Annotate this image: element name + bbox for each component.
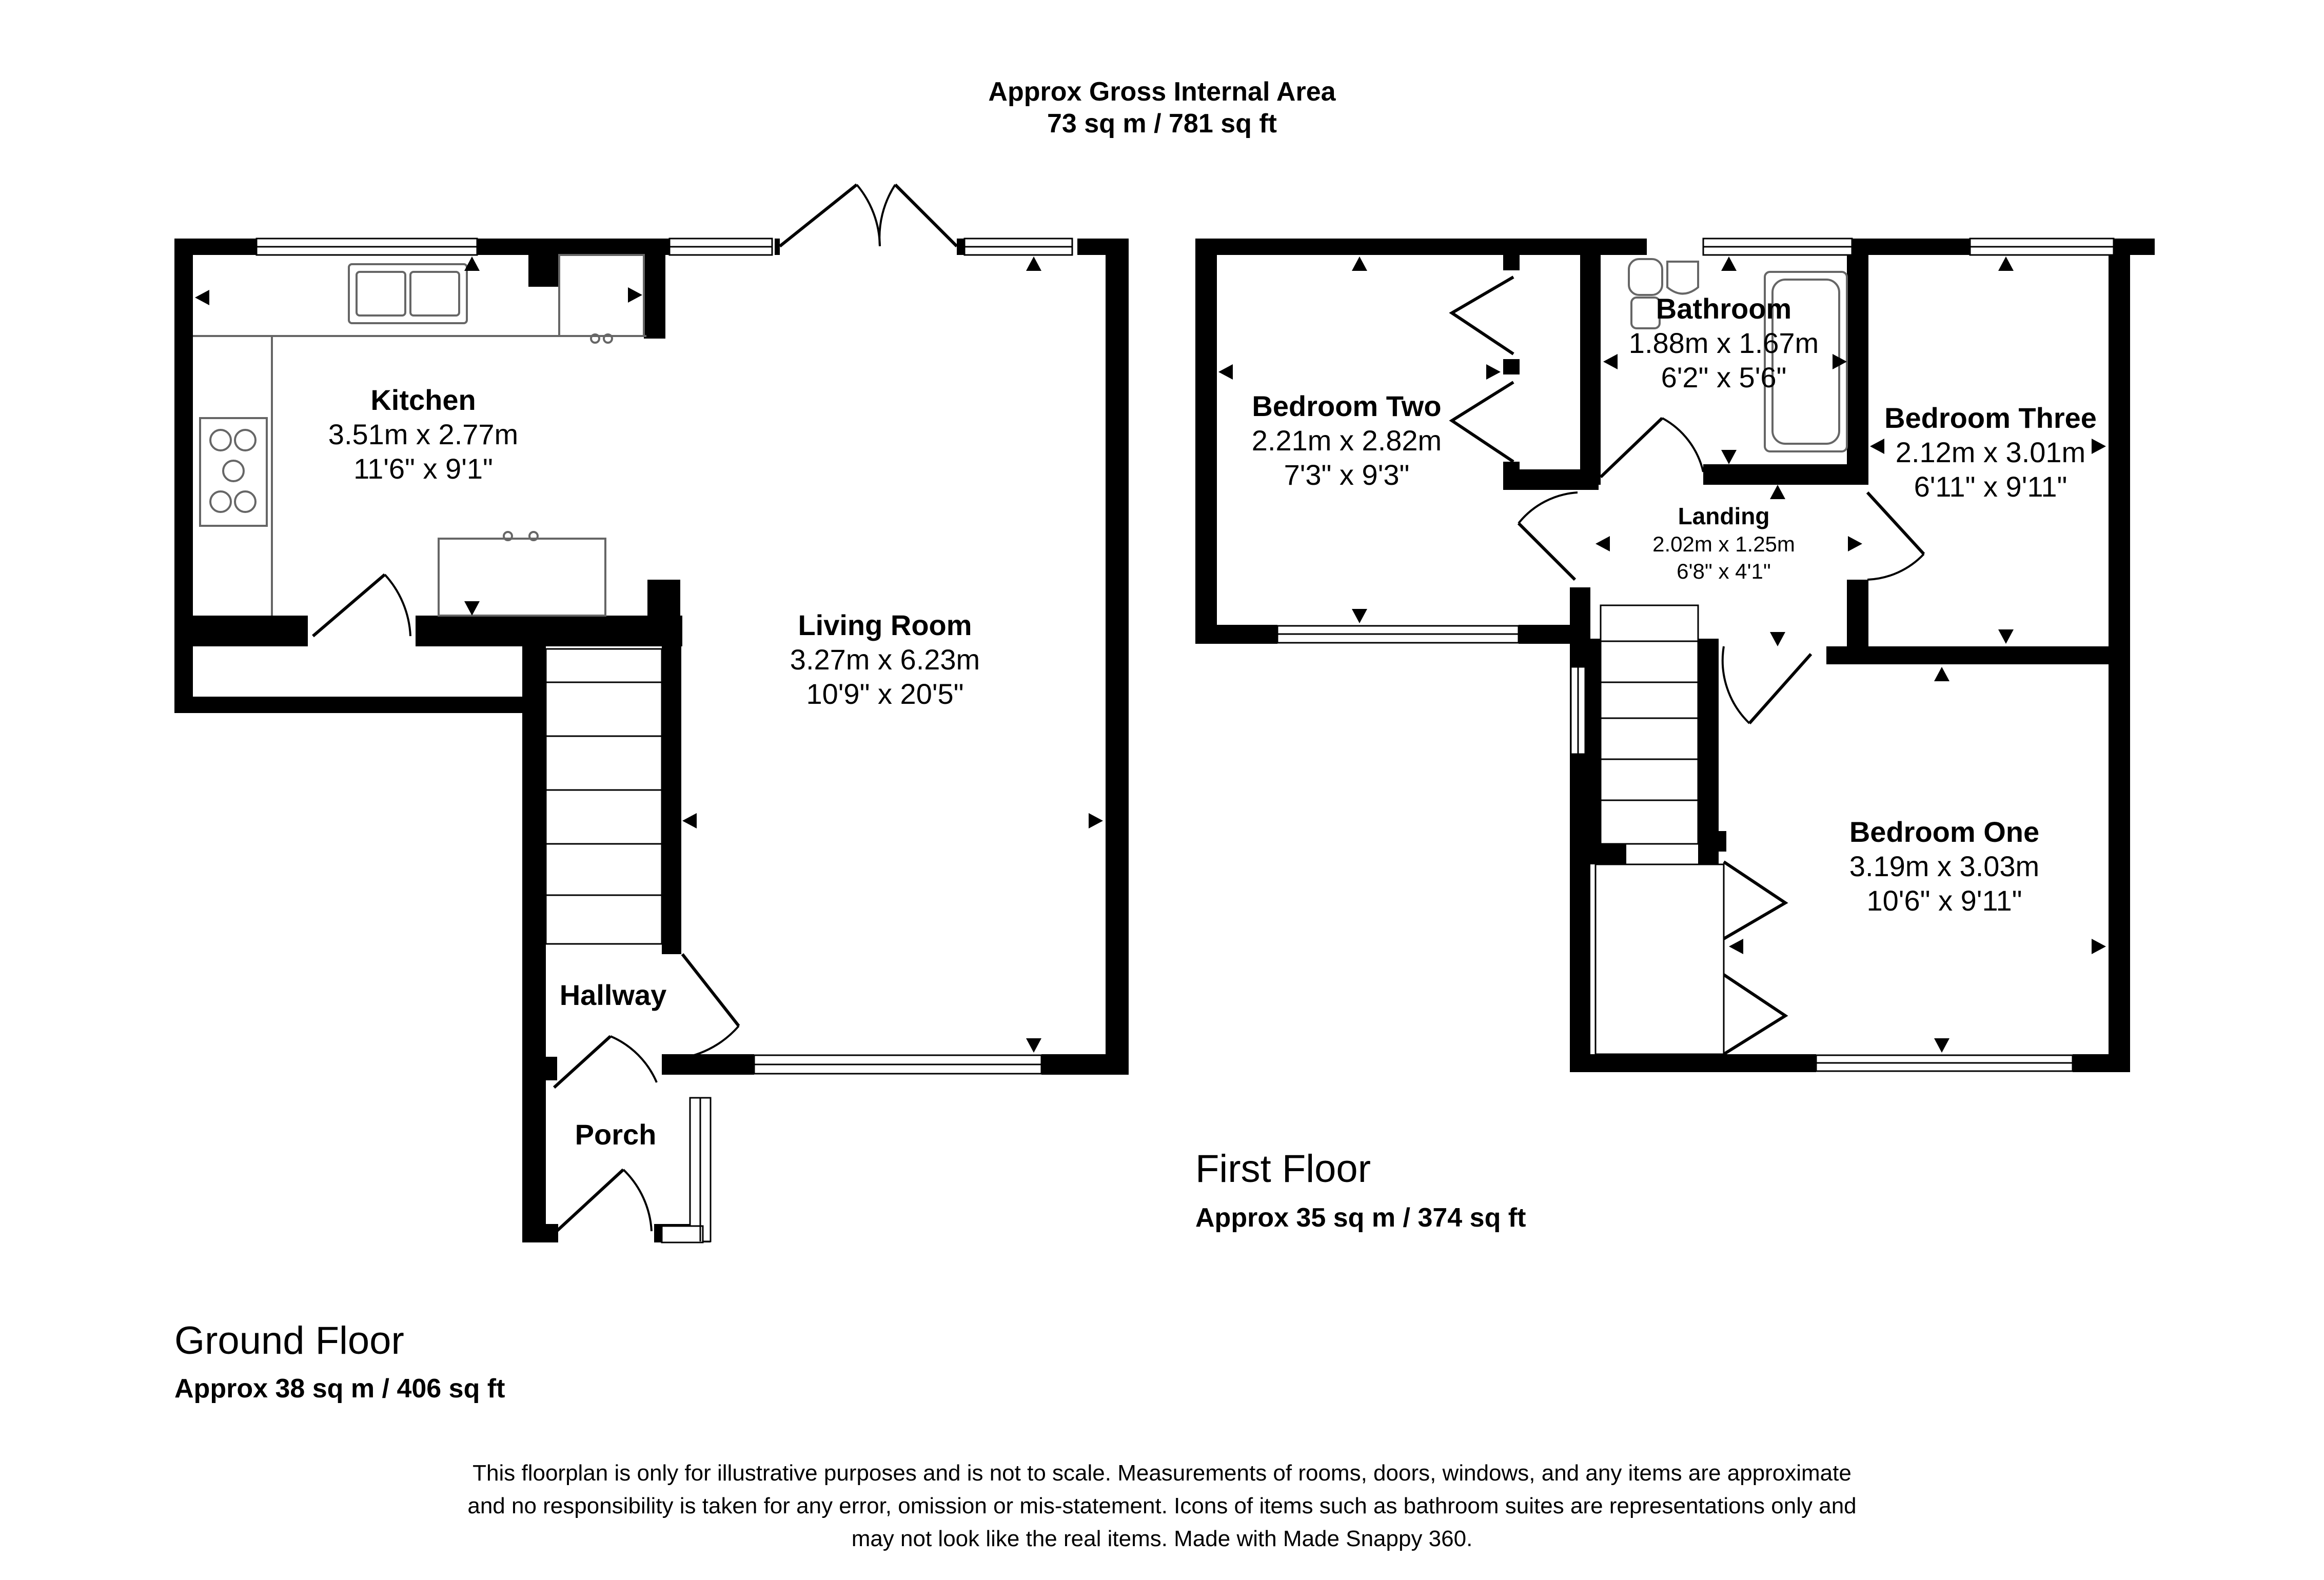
disclaimer-line-1: This floorplan is only for illustrative … xyxy=(472,1460,1852,1486)
bedroom-three-imperial: 6'11" x 9'11" xyxy=(1914,470,2067,503)
ground-floor-area: Approx 38 sq m / 406 sq ft xyxy=(174,1374,505,1404)
bedroom-two-name: Bedroom Two xyxy=(1252,390,1442,422)
disclaimer-line-2: and no responsibility is taken for any e… xyxy=(467,1493,1857,1518)
kitchen-metric: 3.51m x 2.77m xyxy=(328,418,519,450)
doors xyxy=(312,183,1925,1233)
bedroom-one-name: Bedroom One xyxy=(1849,816,2040,848)
first-floor-area: Approx 35 sq m / 374 sq ft xyxy=(1195,1203,1526,1233)
bedroom-three-metric: 2.12m x 3.01m xyxy=(1895,436,2086,468)
kitchen-imperial: 11'6" x 9'1" xyxy=(353,452,493,485)
living-room-metric: 3.27m x 6.23m xyxy=(790,643,980,676)
bedroom-two-imperial: 7'3" x 9'3" xyxy=(1284,459,1410,491)
kitchen-fixtures xyxy=(193,254,646,617)
landing-name: Landing xyxy=(1678,503,1770,529)
landing-metric: 2.02m x 1.25m xyxy=(1652,532,1795,556)
living-room-name: Living Room xyxy=(798,609,972,641)
kitchen-name: Kitchen xyxy=(370,384,476,416)
hallway-name: Hallway xyxy=(559,979,667,1011)
total-area: 73 sq m / 781 sq ft xyxy=(1047,109,1277,139)
window-mullions xyxy=(257,246,2114,1241)
bathroom-imperial: 6'2" x 5'6" xyxy=(1661,361,1787,393)
area-title: Approx Gross Internal Area xyxy=(988,77,1336,107)
bedroom-three-name: Bedroom Three xyxy=(1884,402,2097,434)
dimension-arrows xyxy=(195,256,2106,1053)
bathroom-metric: 1.88m x 1.67m xyxy=(1628,327,1819,359)
stairs xyxy=(545,604,1725,1055)
first-floor-label: First Floor xyxy=(1195,1147,1371,1191)
bedroom-one-imperial: 10'6" x 9'11" xyxy=(1866,884,2022,917)
living-room-imperial: 10'9" x 20'5" xyxy=(806,678,964,710)
disclaimer-line-3: may not look like the real items. Made w… xyxy=(851,1526,1473,1551)
bedroom-one-metric: 3.19m x 3.03m xyxy=(1849,850,2040,882)
first-floor-walls xyxy=(1195,239,2155,1072)
ground-floor-label: Ground Floor xyxy=(174,1319,404,1362)
landing-imperial: 6'8" x 4'1" xyxy=(1677,559,1771,583)
ground-floor-walls xyxy=(174,239,1129,1242)
porch-name: Porch xyxy=(575,1118,657,1151)
bathroom-name: Bathroom xyxy=(1656,292,1792,325)
bedroom-two-metric: 2.21m x 2.82m xyxy=(1251,424,1442,457)
